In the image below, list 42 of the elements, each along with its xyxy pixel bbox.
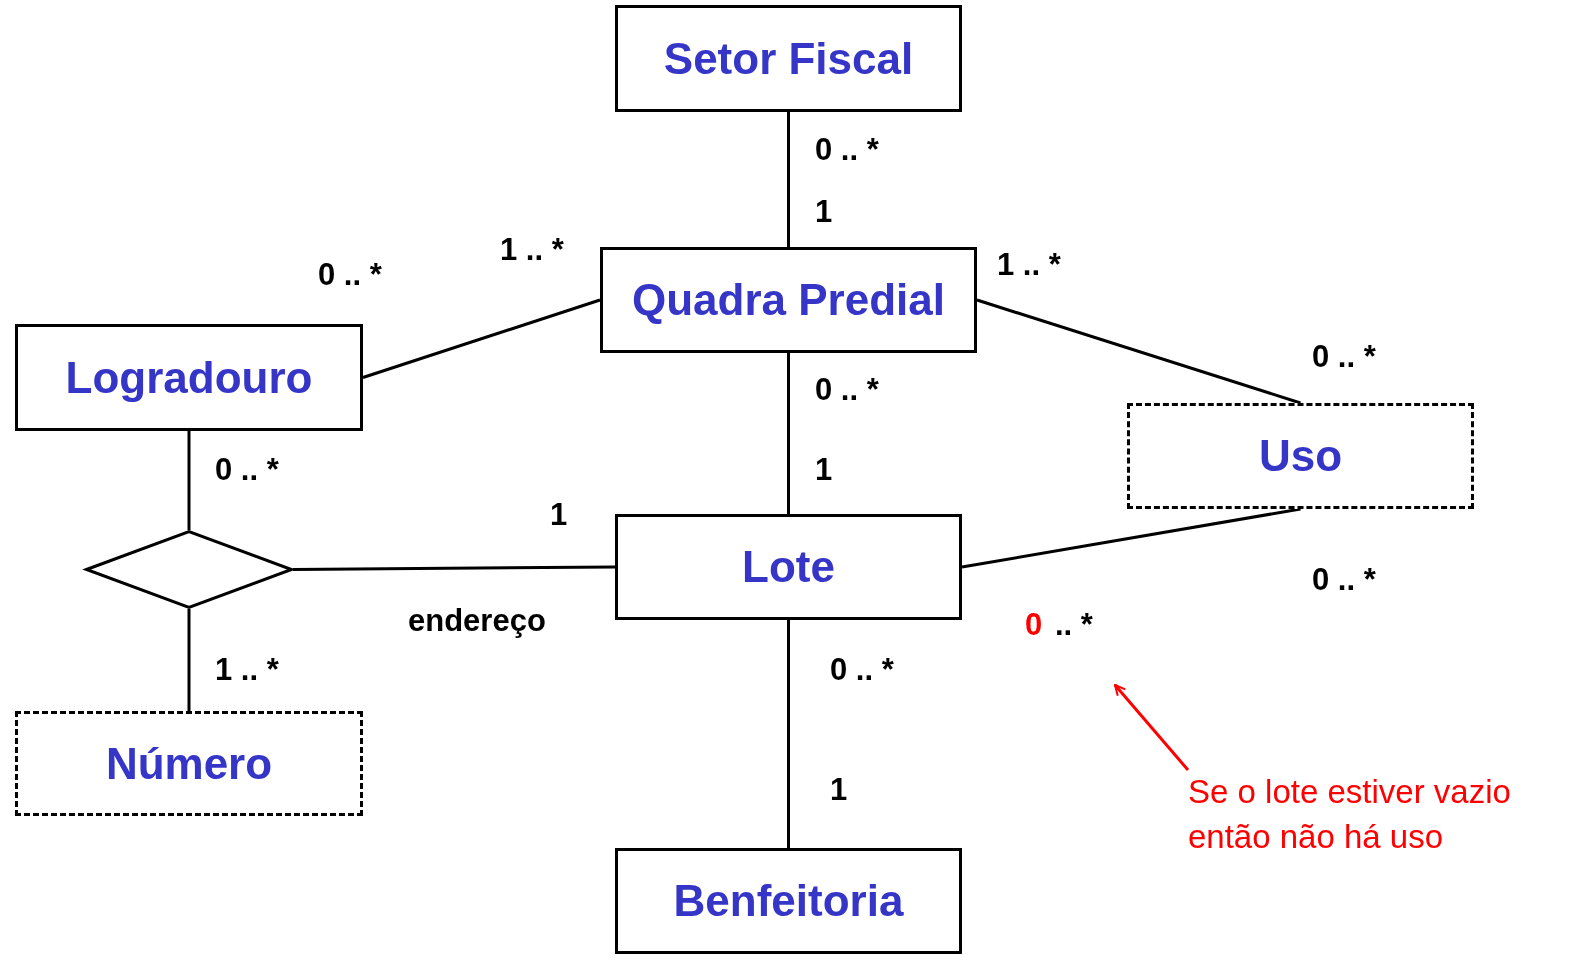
- entity-name: Setor Fiscal: [663, 33, 914, 84]
- entity-box: [15, 324, 363, 431]
- entity-box: [615, 5, 962, 112]
- entity-name: Número: [105, 738, 273, 789]
- multiplicity-label: 0 .. *: [318, 257, 382, 293]
- entity-box: [615, 848, 962, 954]
- multiplicity-label: 1 .. *: [997, 247, 1061, 283]
- entity-name: Logradouro: [65, 352, 313, 403]
- attribute-box: [1127, 403, 1474, 509]
- connector-line: [362, 298, 601, 379]
- multiplicity-label: 1: [830, 772, 848, 808]
- multiplicity-label: .. *: [1055, 607, 1093, 643]
- attribute-box: [15, 711, 363, 816]
- entity-name: Quadra Predial: [632, 275, 945, 325]
- multiplicity-label: 1: [815, 194, 833, 230]
- multiplicity-label: 1: [550, 497, 568, 533]
- multiplicity-label: 0 .. *: [830, 652, 894, 688]
- connector-line: [787, 353, 790, 514]
- annotation-note: Se o lote estiver vazio então não há uso: [1188, 772, 1512, 857]
- connector-line: [787, 620, 790, 848]
- relationship-diamond: [82, 529, 296, 610]
- entity-name: Lote: [742, 542, 835, 592]
- connector-line: [976, 298, 1301, 405]
- multiplicity-label: 0 .. *: [815, 372, 879, 408]
- entity-box: [600, 247, 977, 353]
- connector-line: [187, 609, 191, 711]
- multiplicity-label: 0 .. *: [1312, 339, 1376, 375]
- multiplicity-label: 0 .. *: [215, 452, 279, 488]
- multiplicity-label: 1 .. *: [500, 232, 564, 268]
- entity-name: Uso: [1258, 431, 1343, 481]
- multiplicity-label: 1 .. *: [215, 652, 279, 688]
- connector-line: [961, 507, 1301, 569]
- multiplicity-label: 0: [1025, 607, 1043, 643]
- connector-line: [293, 565, 615, 571]
- entity-name: Benfeitoria: [673, 876, 904, 926]
- multiplicity-label: 0 .. *: [1312, 562, 1376, 598]
- multiplicity-label: 0 .. *: [815, 132, 879, 168]
- connector-line: [787, 112, 790, 247]
- arrow: [1113, 684, 1190, 771]
- multiplicity-label: 1: [815, 452, 833, 488]
- entity-box: [615, 514, 962, 620]
- connector-line: [187, 431, 191, 530]
